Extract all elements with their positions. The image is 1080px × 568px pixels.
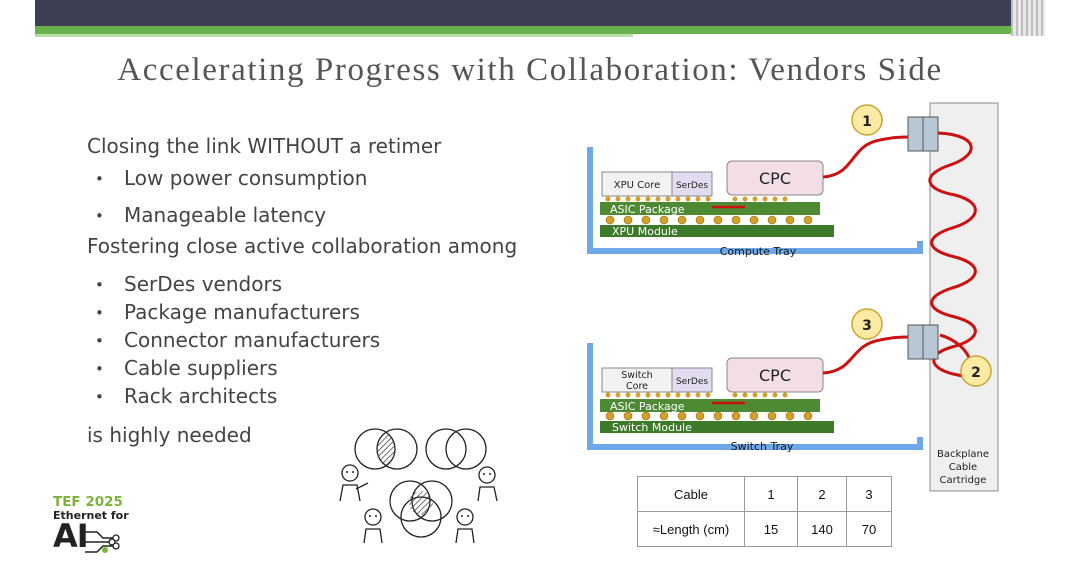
switch-asic-package [600,399,820,412]
switch-module-label: Switch Module [612,421,692,434]
asic-package [600,202,820,215]
marker-3-label: 3 [862,318,872,334]
heading-collaboration: Fostering close active collaboration amo… [87,234,518,258]
bullet-package-manufacturers: Package manufacturers [124,300,360,324]
switch-cpc [726,357,824,393]
table-cell: 15 [744,511,798,547]
backplane-label-line1: Backplane [937,449,989,460]
bullet-low-power: Low power consumption [124,166,368,190]
bullet-rack-architects: Rack architects [124,384,278,408]
asic-package-label: ASIC Package [610,203,685,216]
bullet-latency: Manageable latency [124,203,327,227]
backplane-label-line2: Cable [949,462,977,473]
table-header-cell: Cable [637,476,745,512]
bullet-marker: • [95,388,104,406]
circuit-icon [85,531,120,553]
switch-serdes-label: SerDes [676,377,708,387]
table-cell: 70 [846,511,892,547]
logo-line1: TEF 2025 [53,494,123,510]
switch-cpc-label: CPC [759,366,791,385]
switch-core-label-line2: Core [626,381,648,392]
tef-2025-logo: TEF 2025 Ethernet for AI [53,494,133,558]
cable-length-table: Cable 1 2 3 ≈Length (cm) 15 140 70 [637,476,892,547]
cable-3 [822,335,913,375]
accent-bar-light [35,34,633,37]
logo-line3: AI [53,517,89,555]
switch-asic-package-label: ASIC Package [610,400,685,413]
compute-cpc-label: CPC [759,169,791,188]
bullet-connector-manufacturers: Connector manufacturers [124,328,381,352]
bullet-marker: • [95,207,104,225]
xpu-serdes [671,171,713,197]
bullet-marker: • [95,332,104,350]
switch-tray-label: Switch Tray [731,440,794,453]
backplane-label-line3: Cartridge [940,475,987,486]
slide-title: Accelerating Progress with Collaboration… [117,52,943,88]
bullet-marker: • [95,360,104,378]
collaboration-venn-icon [339,428,498,544]
table-cell: 140 [797,511,847,547]
marker-3 [851,308,883,340]
table-cell: ≈Length (cm) [637,511,745,547]
switch-tray [587,343,923,450]
cable-topology-diagram: Backplane Cable Cartridge Compute Tray X… [587,102,999,492]
top-bar-stripes [1011,0,1045,36]
xpu-module [600,225,834,237]
accent-bar [35,26,1011,34]
bullet-serdes-vendors: SerDes vendors [124,272,283,296]
table-header-cell: 1 [744,476,798,512]
bullet-marker: • [95,170,104,188]
cable-1 [822,135,913,179]
backplane-cable-cartridge [929,102,999,492]
switch-serdes [671,367,713,393]
switch-module [600,421,834,433]
bullet-cable-suppliers: Cable suppliers [124,356,278,380]
xpu-serdes-label: SerDes [676,181,708,191]
table-header-cell: 3 [846,476,892,512]
heading-retimer: Closing the link WITHOUT a retimer [87,134,442,158]
compute-tray-label: Compute Tray [720,245,797,258]
table-header-row: Cable 1 2 3 [637,476,892,512]
switch-core [601,367,673,393]
switch-core-label-line1: Switch [621,370,652,381]
compute-tray [587,147,923,254]
logo-line2: Ethernet for [53,509,129,522]
marker-1-label: 1 [862,114,872,130]
top-bar [35,0,1045,36]
marker-2 [960,355,992,387]
table-row: ≈Length (cm) 15 140 70 [637,511,892,547]
xpu-module-label: XPU Module [612,225,678,238]
closing-text: is highly needed [87,423,252,447]
xpu-core-label: XPU Core [614,180,661,191]
table-header-cell: 2 [797,476,847,512]
bullet-marker: • [95,276,104,294]
bullet-marker: • [95,304,104,322]
compute-cpc [726,160,824,196]
marker-2-label: 2 [971,365,981,381]
backplane-cable [928,131,977,378]
marker-1 [851,104,883,136]
